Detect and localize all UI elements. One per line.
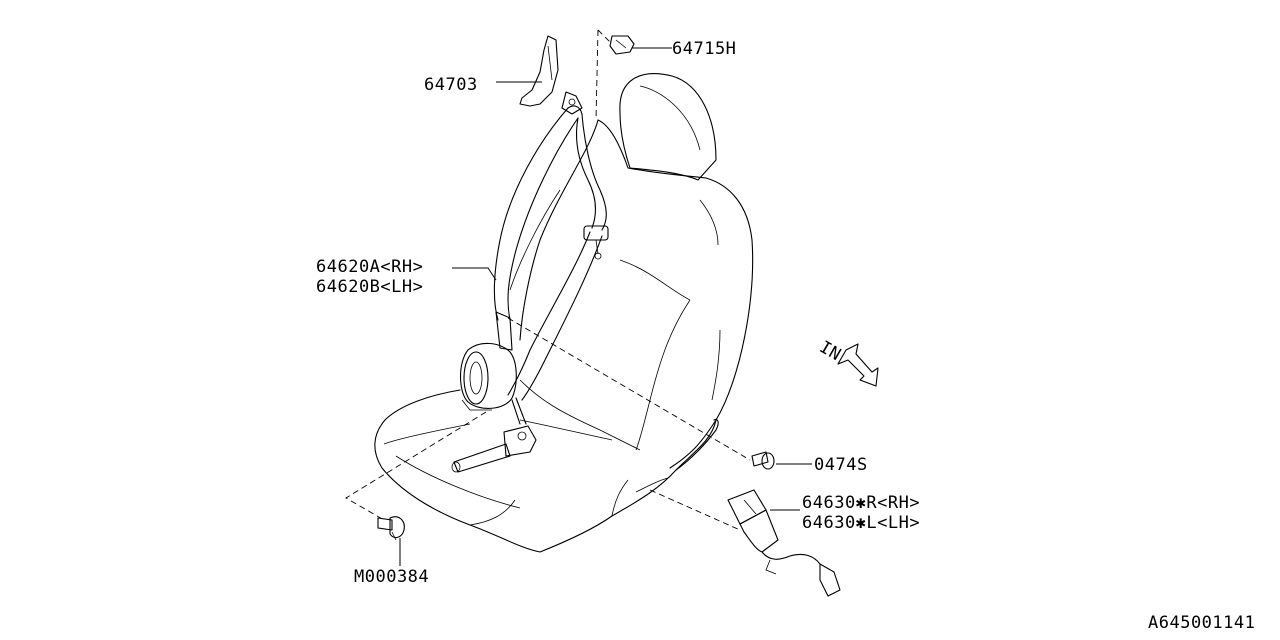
direction-arrow: IN — [816, 337, 879, 387]
seat-cushion — [374, 389, 717, 553]
seat-illustration — [374, 73, 754, 553]
seat-belt-webbing — [493, 105, 609, 401]
reference-lines — [345, 29, 751, 531]
part-label-64620b: 64620B<LH> — [316, 277, 423, 297]
retractor — [459, 311, 517, 411]
part-label-m000384: M000384 — [354, 567, 429, 587]
leader-lines — [399, 47, 812, 566]
buckle-assembly — [727, 489, 841, 597]
part-label-64630l: 64630✱L<LH> — [802, 513, 920, 533]
part-label-64715h: 64715H — [672, 39, 736, 59]
part-label-0474s: 0474S — [814, 455, 868, 475]
part-label-64703: 64703 — [424, 75, 478, 95]
height-adjuster — [519, 35, 583, 115]
bolt-0474s — [751, 451, 775, 470]
anchor-stalk — [451, 397, 537, 473]
cover-clip — [609, 35, 635, 55]
bolt-m000384 — [377, 516, 405, 541]
diagram-id: A645001141 — [1148, 613, 1255, 633]
part-label-64630r: 64630✱R<RH> — [802, 493, 920, 513]
part-label-64620a: 64620A<RH> — [316, 257, 423, 277]
headrest — [619, 73, 717, 181]
